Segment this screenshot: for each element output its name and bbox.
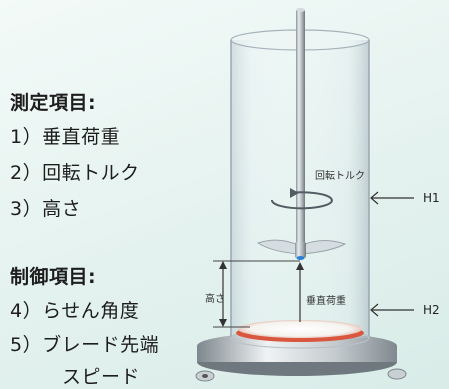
h2-arrow-icon — [370, 303, 414, 317]
h2-label: H2 — [423, 303, 440, 317]
rotation-arrow-icon — [271, 188, 333, 210]
height-label: 高さ — [205, 292, 225, 305]
sample-bed — [236, 320, 364, 342]
blade — [256, 239, 347, 260]
measurement-item-2: 2）回転トルク — [10, 162, 140, 184]
control-item-5: 5）ブレード先端 — [10, 334, 160, 356]
measurement-item-1: 1）垂直荷重 — [10, 126, 121, 148]
measurement-item-3: 3）高さ — [10, 198, 82, 220]
load-arrow-icon — [296, 262, 304, 322]
control-item-4: 4）らせん角度 — [10, 300, 140, 322]
control-item-5-cont: スピード — [62, 366, 141, 388]
h1-label: H1 — [423, 191, 440, 205]
torque-label: 回転トルク — [315, 170, 365, 182]
height-dimension — [213, 260, 300, 328]
shaft — [296, 8, 305, 245]
h1-arrow-icon — [370, 191, 414, 205]
measurement-heading: 測定項目: — [10, 92, 97, 114]
control-heading: 制御項目: — [10, 266, 97, 288]
load-label: 垂直荷重 — [306, 294, 346, 307]
